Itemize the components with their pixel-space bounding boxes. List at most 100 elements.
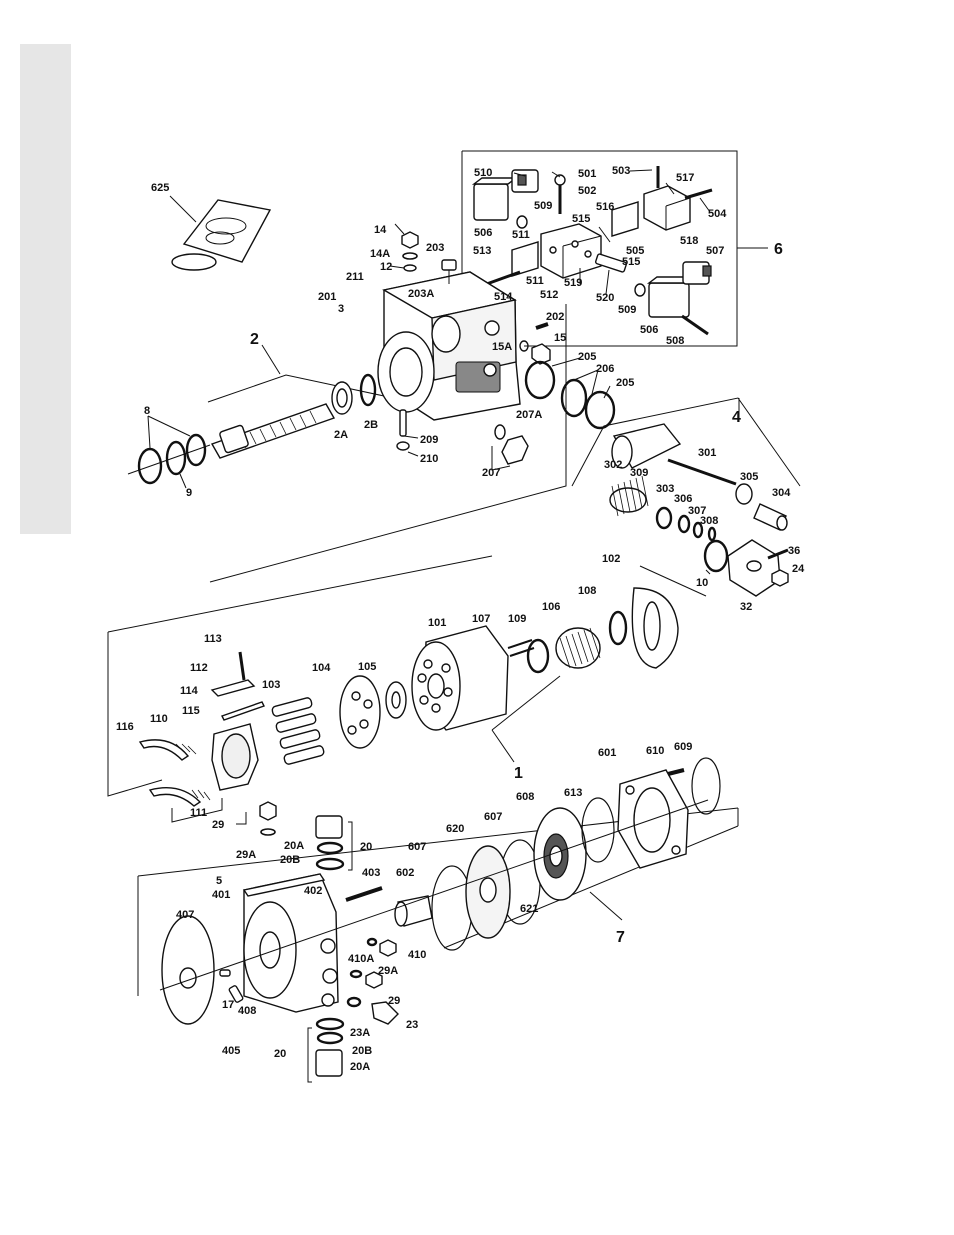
callout-625: 625: [151, 182, 169, 194]
callout-108: 108: [578, 585, 596, 597]
callout-101: 101: [428, 617, 446, 629]
callout-106: 106: [542, 601, 560, 613]
callout-410a: 410A: [348, 953, 374, 965]
callout-509-b: 509: [618, 304, 636, 316]
callout-115: 115: [182, 705, 200, 717]
callout-labels: 2 1 4 6 7 625 14 14A 12 211 203 203A 201…: [116, 165, 805, 1073]
callout-110: 110: [150, 713, 168, 725]
callout-20-b: 20: [274, 1048, 286, 1060]
callout-111: 111: [190, 807, 207, 819]
callout-620: 620: [446, 823, 464, 835]
callout-602: 602: [396, 867, 414, 879]
callout-23a: 23A: [350, 1027, 370, 1039]
callout-29-a: 29: [212, 819, 224, 831]
callout-302: 302: [604, 459, 622, 471]
callout-7: 7: [616, 929, 625, 946]
callout-608: 608: [516, 791, 534, 803]
callout-113: 113: [204, 633, 222, 645]
housing-and-shaft: [127, 223, 616, 583]
callout-518: 518: [680, 235, 698, 247]
callout-210: 210: [420, 453, 438, 465]
callout-116: 116: [116, 721, 134, 733]
callout-20a-a: 20A: [284, 840, 304, 852]
callout-307: 307: [688, 505, 706, 517]
callout-613: 613: [564, 787, 582, 799]
callout-401: 401: [212, 889, 230, 901]
callout-207a: 207A: [516, 409, 542, 421]
callout-23: 23: [406, 1019, 418, 1031]
callout-2b: 2B: [364, 419, 378, 431]
callout-410: 410: [408, 949, 426, 961]
callout-301: 301: [698, 447, 716, 459]
callout-508: 508: [666, 335, 684, 347]
callout-309: 309: [630, 467, 648, 479]
rotating-group-1: [107, 555, 707, 823]
callout-104: 104: [312, 662, 331, 674]
callout-403: 403: [362, 867, 380, 879]
callout-501: 501: [578, 168, 596, 180]
callout-510: 510: [474, 167, 492, 179]
callout-505: 505: [626, 245, 644, 257]
callout-17: 17: [222, 999, 234, 1011]
callout-621: 621: [520, 903, 538, 915]
callout-206: 206: [596, 363, 614, 375]
callout-29a-b: 29A: [378, 965, 398, 977]
callout-2: 2: [250, 331, 259, 348]
callout-308: 308: [700, 515, 718, 527]
callout-1: 1: [514, 765, 523, 782]
callout-402: 402: [304, 885, 322, 897]
callout-514: 514: [494, 291, 513, 303]
callout-601: 601: [598, 747, 616, 759]
valve-assembly-6: [461, 150, 768, 347]
gray-side-tab: [20, 44, 71, 534]
callout-32: 32: [740, 601, 752, 613]
callout-24: 24: [792, 563, 805, 575]
callout-10: 10: [696, 577, 708, 589]
callout-607-a: 607: [484, 811, 502, 823]
callout-506-b: 506: [640, 324, 658, 336]
callout-306: 306: [674, 493, 692, 505]
callout-105: 105: [358, 661, 376, 673]
callout-6: 6: [774, 241, 783, 258]
callout-107: 107: [472, 613, 490, 625]
callout-304: 304: [772, 487, 791, 499]
callout-203: 203: [426, 242, 444, 254]
callout-20b-a: 20B: [280, 854, 300, 866]
callout-511-a: 511: [512, 229, 530, 241]
callout-515-b: 515: [622, 256, 640, 268]
callout-519: 519: [564, 277, 582, 289]
callout-610: 610: [646, 745, 664, 757]
callout-20b-b: 20B: [352, 1045, 372, 1057]
callout-507: 507: [706, 245, 724, 257]
end-cap-and-charge-pump: [137, 195, 739, 1083]
callout-14: 14: [374, 224, 387, 236]
callout-201: 201: [318, 291, 336, 303]
callout-209: 209: [420, 434, 438, 446]
callout-504: 504: [708, 208, 727, 220]
callout-607-b: 607: [408, 841, 426, 853]
callout-2a: 2A: [334, 429, 348, 441]
callout-29-b: 29: [388, 995, 400, 1007]
callout-509-a: 509: [534, 200, 552, 212]
callout-513: 513: [473, 245, 491, 257]
callout-211: 211: [346, 271, 364, 283]
callout-205-b: 205: [616, 377, 634, 389]
callout-14a: 14A: [370, 248, 390, 260]
callout-4: 4: [732, 409, 741, 426]
callout-20a-b: 20A: [350, 1061, 370, 1073]
callout-109: 109: [508, 613, 526, 625]
callout-517: 517: [676, 172, 694, 184]
callout-3: 3: [338, 303, 344, 315]
callout-36: 36: [788, 545, 800, 557]
callout-114: 114: [180, 685, 199, 697]
callout-12: 12: [380, 261, 392, 273]
callout-203a: 203A: [408, 288, 434, 300]
callout-102: 102: [602, 553, 620, 565]
callout-29a-a: 29A: [236, 849, 256, 861]
callout-516: 516: [596, 201, 614, 213]
callout-515-a: 515: [572, 213, 590, 225]
callout-506-a: 506: [474, 227, 492, 239]
callout-405: 405: [222, 1045, 240, 1057]
callout-8: 8: [144, 405, 150, 417]
callout-502: 502: [578, 185, 596, 197]
